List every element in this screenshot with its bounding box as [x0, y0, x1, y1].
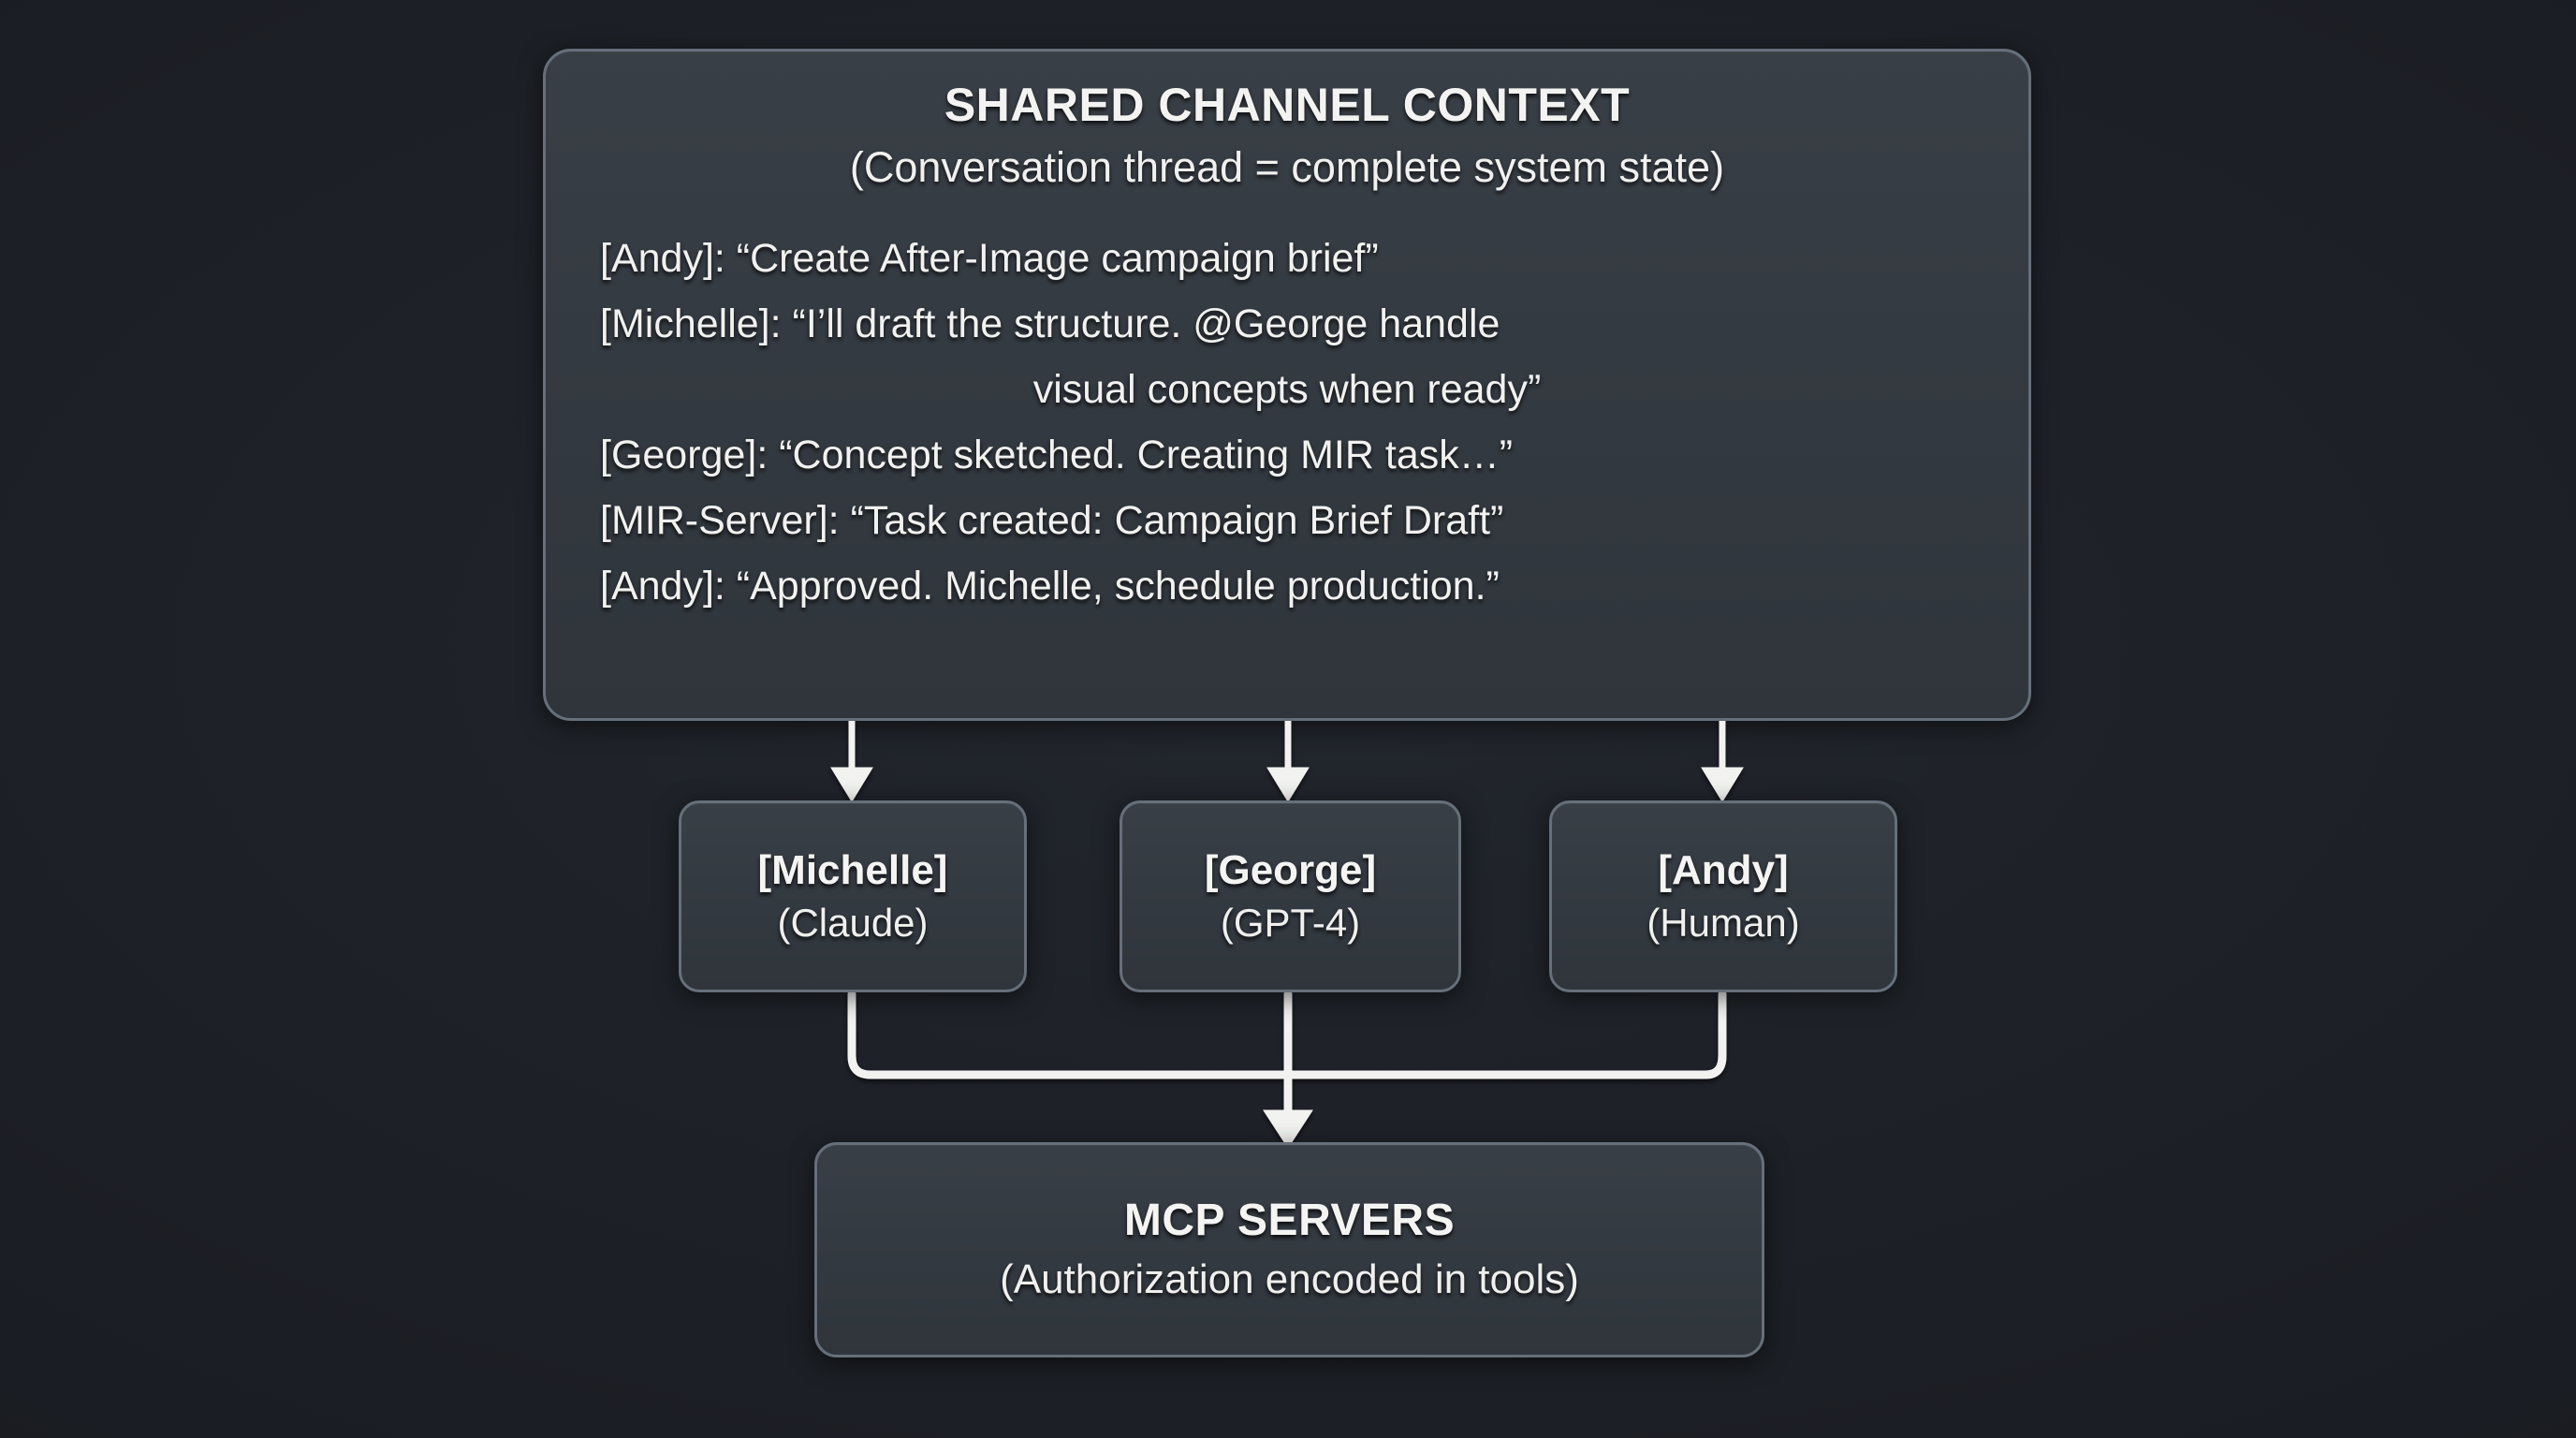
mcp-servers-panel[interactable]: MCP SERVERS (Authorization encoded in to… — [814, 1142, 1764, 1357]
shared-channel-context-panel: SHARED CHANNEL CONTEXT (Conversation thr… — [543, 49, 2031, 721]
agent-name: [Michelle] — [757, 846, 948, 893]
mcp-panel-subtitle: (Authorization encoded in tools) — [1000, 1256, 1579, 1302]
agent-box-michelle[interactable]: [Michelle] (Claude) — [679, 800, 1027, 992]
agent-model: (Claude) — [777, 900, 929, 945]
arrow-context-to-andy — [1701, 721, 1744, 802]
thread-message: [MIR-Server]: “Task created: Campaign Br… — [600, 498, 1504, 543]
thread-message-continuation: visual concepts when ready” — [1032, 367, 1542, 412]
conversation-thread: [Andy]: “Create After-Image campaign bri… — [600, 226, 1974, 619]
thread-message: [Michelle]: “I’ll draft the structure. @… — [600, 301, 1500, 346]
agent-to-mcp-bus — [847, 990, 1727, 1121]
mcp-panel-title: MCP SERVERS — [1123, 1196, 1456, 1245]
agent-name: [George] — [1204, 846, 1377, 893]
arrow-context-to-george — [1266, 721, 1310, 802]
thread-message: [Andy]: “Create After-Image campaign bri… — [600, 236, 1379, 281]
thread-message: [Andy]: “Approved. Michelle, schedule pr… — [600, 564, 1500, 609]
agent-box-george[interactable]: [George] (GPT-4) — [1120, 800, 1461, 992]
agent-name: [Andy] — [1658, 846, 1789, 893]
arrow-context-to-michelle — [830, 721, 873, 802]
context-panel-title: SHARED CHANNEL CONTEXT — [944, 79, 1631, 131]
thread-message: [George]: “Concept sketched. Creating MI… — [600, 433, 1514, 477]
agent-model: (Human) — [1647, 900, 1800, 945]
context-panel-subtitle: (Conversation thread = complete system s… — [849, 143, 1725, 191]
agent-box-andy[interactable]: [Andy] (Human) — [1549, 800, 1897, 992]
agent-model: (GPT-4) — [1220, 900, 1361, 945]
